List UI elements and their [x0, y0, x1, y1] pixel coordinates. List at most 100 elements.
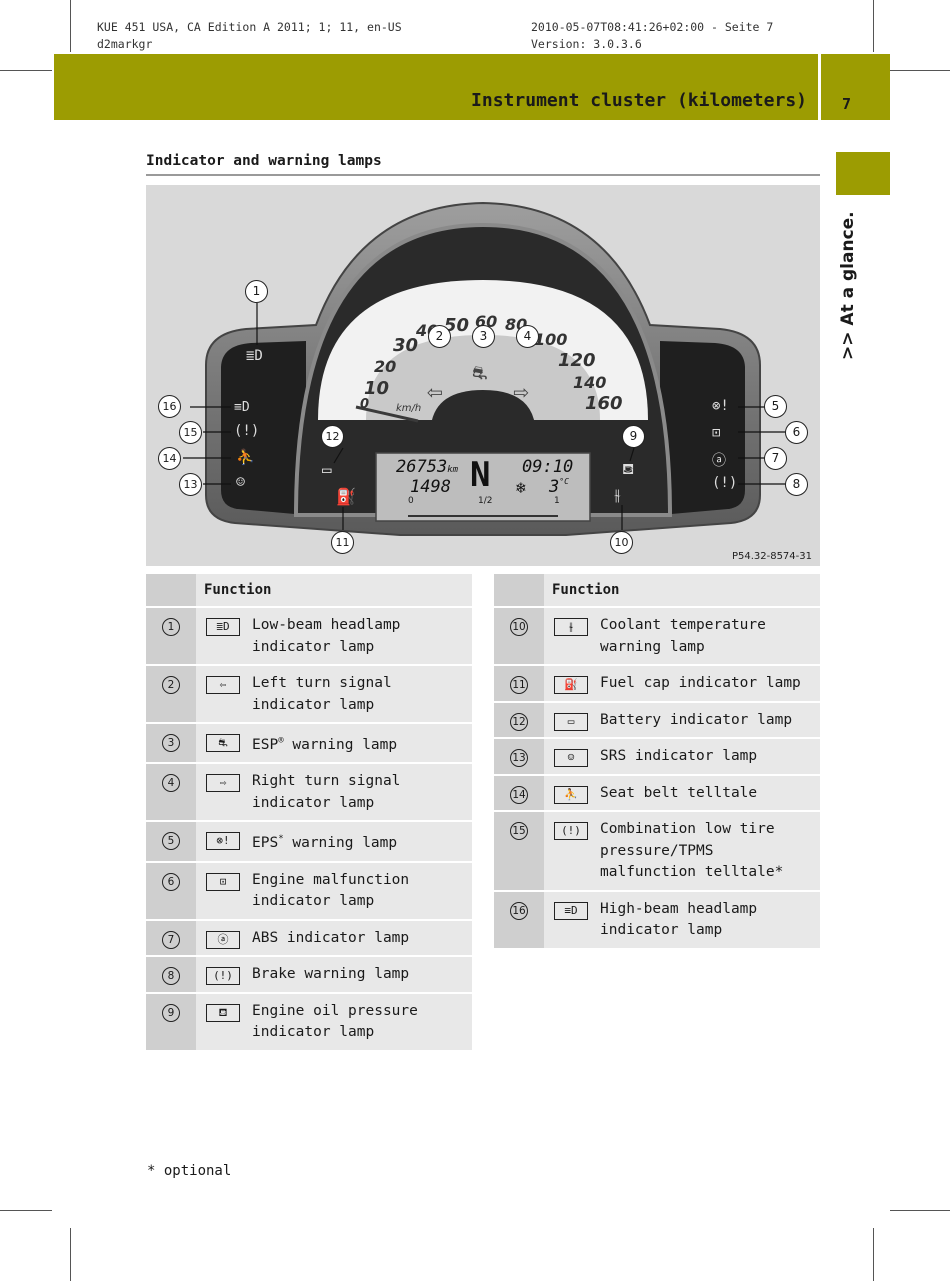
- row-number: 10: [510, 618, 528, 636]
- row-description-superscript: *: [278, 834, 284, 845]
- row-description: Engine oil pressure indicator lamp: [252, 992, 472, 1052]
- row-icon-cell: ⊗!: [196, 821, 252, 863]
- row-description-text: Coolant temperature warning lamp: [600, 617, 766, 655]
- row-description-text: SRS indicator lamp: [600, 748, 758, 764]
- row-number: 9: [162, 1003, 180, 1022]
- section-title: Indicator and warning lamps: [146, 153, 382, 169]
- side-tab-marker: [836, 152, 890, 195]
- row-icon-cell: ⛾: [196, 992, 252, 1052]
- tire-pressure-icon: (!): [234, 423, 260, 439]
- eps-icon: ⊗!: [712, 398, 729, 414]
- row-description-text: Low-beam headlamp indicator lamp: [252, 617, 401, 655]
- row-icon-cell: (!): [544, 811, 600, 892]
- row-icon-cell: ☺: [544, 738, 600, 776]
- callout-7: 7: [764, 447, 787, 470]
- speed-unit: km/h: [396, 403, 422, 414]
- row-number-cell: 16: [494, 890, 544, 950]
- table-header-row: Function: [146, 574, 472, 608]
- row-icon-cell: ⊡: [196, 861, 252, 921]
- table-row: 8(!)Brake warning lamp: [146, 956, 472, 994]
- row-number: 6: [162, 872, 180, 891]
- row-number-cell: 13: [494, 738, 544, 776]
- callout-16-label: 16: [158, 395, 181, 418]
- row-number-cell: 7: [146, 919, 196, 958]
- row-number-cell: 11: [494, 665, 544, 703]
- callout-6: 6: [785, 421, 808, 444]
- row-number-cell: 8: [146, 956, 196, 994]
- row-number-cell: 4: [146, 763, 196, 823]
- left-arrow-icon: ⇦: [206, 676, 240, 694]
- callout-13-label: 13: [179, 473, 202, 496]
- crop-mark: [0, 1210, 52, 1211]
- callout-5: 5: [764, 395, 787, 418]
- callout-7-label: 7: [764, 447, 787, 470]
- row-number: 11: [510, 676, 528, 694]
- row-number: 14: [510, 785, 528, 804]
- odometer-readout: 26753km: [396, 457, 458, 477]
- row-icon-cell: ⓐ: [196, 919, 252, 958]
- row-description: ABS indicator lamp: [252, 919, 472, 958]
- crop-mark: [0, 70, 52, 71]
- table-row: 9 ⛾Engine oil pressure indicator lamp: [146, 992, 472, 1052]
- crop-mark: [890, 1210, 950, 1211]
- row-description-superscript: ®: [278, 736, 284, 746]
- table-row: 6⊡Engine malfunction indicator lamp: [146, 861, 472, 921]
- callout-2: 2: [428, 325, 451, 348]
- speed-tick-20: 20: [374, 357, 397, 376]
- callout-2-label: 2: [428, 325, 451, 348]
- row-number: 13: [510, 749, 528, 767]
- low-beam-icon: ≣D: [206, 618, 240, 636]
- coolant-icon: ⫳: [554, 618, 588, 636]
- row-description: ESP® warning lamp: [252, 723, 472, 765]
- crop-mark: [873, 1228, 874, 1281]
- callout-15-label: 15: [179, 421, 202, 444]
- row-description: Brake warning lamp: [252, 956, 472, 994]
- row-icon-cell: ⇨: [196, 763, 252, 823]
- callout-15: 15: [179, 421, 202, 444]
- battery-icon: ▭: [554, 712, 588, 731]
- callout-1: 1: [245, 280, 268, 303]
- esp-icon: ⛐: [472, 363, 488, 384]
- row-description-text: ABS indicator lamp: [252, 929, 410, 946]
- row-description: Battery indicator lamp: [600, 701, 820, 739]
- section-divider: [146, 174, 820, 176]
- row-number: 4: [162, 774, 180, 793]
- page-title: Instrument cluster (kilometers): [471, 90, 807, 111]
- row-description-text: Engine oil pressure indicator lamp: [252, 1002, 418, 1041]
- oil-can-icon: ⛾: [622, 460, 635, 478]
- speed-tick-160: 160: [585, 393, 623, 414]
- table-row: 4 ⇨Right turn signal indicator lamp: [146, 763, 472, 823]
- callout-9: 9: [622, 425, 645, 448]
- high-beam-icon: ≡D: [554, 901, 588, 920]
- fuel-cap-icon: ⛽: [336, 487, 356, 506]
- brake-icon: (!): [712, 475, 738, 491]
- row-number: 7: [162, 930, 180, 949]
- callout-14: 14: [158, 447, 181, 470]
- row-number-cell: 3: [146, 723, 196, 765]
- table-row: 5⊗!EPS* warning lamp: [146, 821, 472, 863]
- trip-readout: 1498: [410, 477, 451, 497]
- engine-icon: ⊡: [206, 872, 240, 891]
- row-description: Combination low tire pressure/TPMS malfu…: [600, 811, 820, 892]
- row-number-cell: 15: [494, 811, 544, 892]
- fuel-half-label: 1/2: [478, 496, 493, 506]
- seat-belt-icon: ⛹: [554, 785, 588, 804]
- crop-mark: [70, 1228, 71, 1281]
- abs-icon: ⓐ: [712, 453, 726, 469]
- row-description: Right turn signal indicator lamp: [252, 763, 472, 823]
- table-row: 13 ☺SRS indicator lamp: [494, 738, 820, 776]
- row-icon-cell: ⫳: [544, 607, 600, 666]
- right-arrow-icon: ⇨: [513, 377, 529, 407]
- row-description-text: Left turn signal indicator lamp: [252, 675, 392, 713]
- row-description: SRS indicator lamp: [600, 738, 820, 776]
- row-number-cell: 6: [146, 861, 196, 921]
- row-number-cell: 2: [146, 665, 196, 724]
- callout-3: 3: [472, 325, 495, 348]
- row-description-text: EPS: [252, 835, 279, 852]
- doc-meta-right: 2010-05-07T08:41:26+02:00 - Seite 7 Vers…: [531, 19, 773, 53]
- snowflake-icon: ❄: [516, 478, 526, 497]
- table-header-number: [494, 574, 544, 608]
- row-icon-cell: ⛐: [196, 723, 252, 765]
